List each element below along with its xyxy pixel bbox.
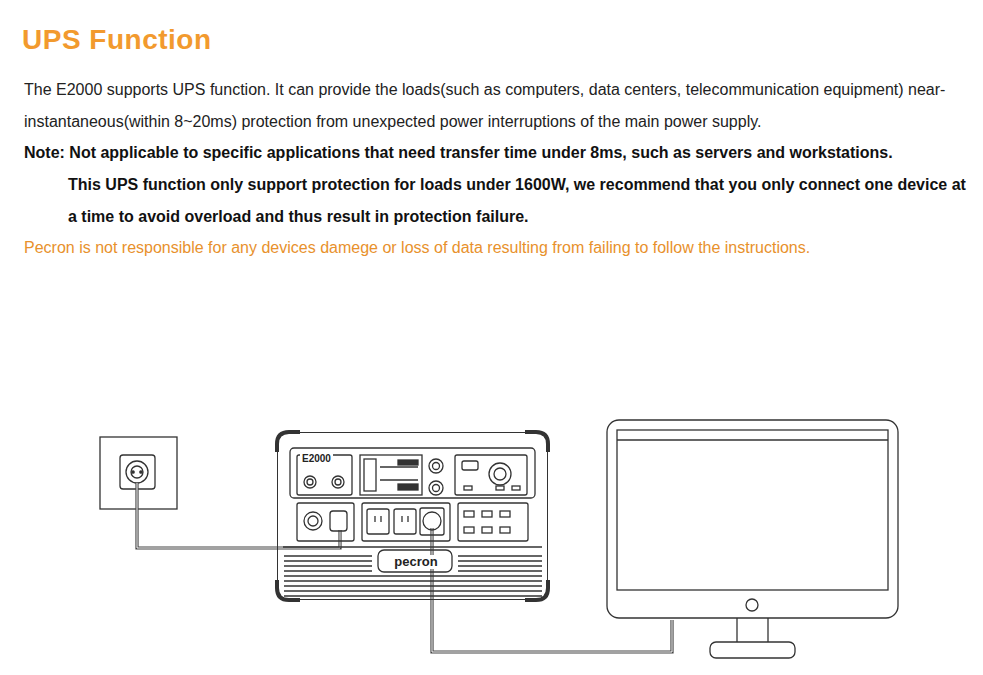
note-text: This UPS function only support protectio… [68,169,973,232]
note-text: Note: Not applicable to specific applica… [24,137,969,169]
section-title: UPS Function [22,22,212,58]
power-cable [137,483,672,652]
monitor [607,420,898,658]
model-label: E2000 [300,453,333,464]
power-station [277,432,548,600]
power-station: E2000 pecron [277,432,548,600]
body-text: The E2000 supports UPS function. It can … [24,74,969,137]
disclaimer-text: Pecron is not responsible for any device… [24,232,969,264]
brand-logo: pecron [392,555,439,569]
